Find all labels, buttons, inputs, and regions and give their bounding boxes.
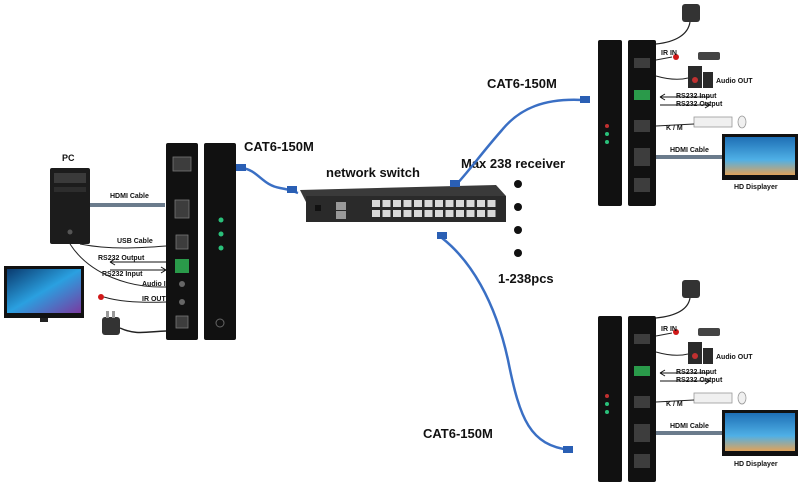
source-monitor [4, 266, 84, 322]
receiver-top [598, 40, 656, 206]
rx-top-rs232-input-label: RS232 Input [676, 93, 717, 100]
rx-bottom-rs232-input-label: RS232 Input [676, 369, 717, 376]
source-audio-in-label: Audio IN [142, 281, 171, 288]
cat-label-top-right: CAT6-150M [487, 76, 557, 91]
source-ir-out-label: IR OUT [142, 296, 166, 303]
hd-display-bottom [722, 410, 798, 456]
rx-bottom-display-label: HD Displayer [734, 461, 778, 468]
switch-port [424, 210, 433, 217]
rx-top-ir-in-label: IR IN [661, 50, 677, 57]
switch-port [487, 210, 496, 217]
pc-label: PC [62, 153, 75, 163]
power-adapter-icon [102, 311, 120, 335]
pc-tower [50, 168, 90, 244]
remote-icon [698, 52, 720, 60]
speaker-icon [688, 342, 713, 364]
transmitter-port-panel [166, 143, 198, 340]
switch-port [382, 210, 391, 217]
max-receiver-label: Max 238 receiver [461, 156, 565, 171]
rx-top-rs232-output-label: RS232 Output [676, 101, 723, 108]
switch-port [456, 210, 464, 217]
keyboard-mouse-icon [693, 115, 747, 129]
ir-emitter-icon [98, 294, 104, 300]
switch-port [487, 200, 496, 207]
rx-bottom-hdmi-cable-label: HDMI Cable [670, 423, 709, 430]
switch-port [477, 210, 485, 217]
switch-port [403, 210, 412, 217]
switch-port [466, 200, 475, 207]
switch-port [414, 210, 422, 217]
switch-port [372, 200, 380, 207]
ir-receiver-icon [673, 54, 679, 60]
switch-port [393, 200, 401, 207]
keyboard-mouse-icon [693, 391, 747, 405]
switch-port [466, 210, 475, 217]
remote-icon [698, 328, 720, 336]
switch-port [424, 200, 433, 207]
switch-port [403, 200, 412, 207]
network-switch [300, 185, 506, 222]
switch-label: network switch [326, 165, 420, 180]
source-hdmi-cable-label: HDMI Cable [110, 193, 149, 200]
ellipsis-dot [514, 226, 522, 234]
receiver-bottom [598, 316, 656, 482]
receiver-count-label: 1-238pcs [498, 271, 554, 286]
source-usb-cable-label: USB Cable [117, 238, 153, 245]
switch-port [393, 210, 401, 217]
power-adapter-icon [682, 280, 700, 298]
speaker-icon [688, 66, 713, 88]
power-adapter-icon [682, 4, 700, 22]
rx-bottom-km-label: K / M [666, 401, 683, 408]
source-rs232-input-label: RS232 Input [102, 271, 143, 278]
switch-port [456, 200, 464, 207]
ellipsis-dot [514, 180, 522, 188]
source-rs232-output-label: RS232 Output [98, 255, 145, 262]
rx-bottom-ir-in-label: IR IN [661, 326, 677, 333]
hd-display-top [722, 134, 798, 180]
switch-port [445, 200, 454, 207]
rx-bottom-audio-out-label: Audio OUT [716, 354, 753, 361]
switch-port [477, 200, 485, 207]
switch-port [372, 210, 380, 217]
cat-label-bottom: CAT6-150M [423, 426, 493, 441]
cat-label-top-left: CAT6-150M [244, 139, 314, 154]
switch-port [445, 210, 454, 217]
transmitter-front-panel [204, 143, 236, 340]
ir-receiver-icon [673, 329, 679, 335]
rx-top-display-label: HD Displayer [734, 184, 778, 191]
switch-port [435, 210, 443, 217]
ellipsis-dot [514, 203, 522, 211]
switch-port [435, 200, 443, 207]
switch-port [382, 200, 391, 207]
ellipsis-dot [514, 249, 522, 257]
rx-top-hdmi-cable-label: HDMI Cable [670, 147, 709, 154]
rx-bottom-rs232-output-label: RS232 Output [676, 377, 723, 384]
rx-top-km-label: K / M [666, 125, 683, 132]
rx-top-audio-out-label: Audio OUT [716, 78, 753, 85]
switch-port [414, 200, 422, 207]
